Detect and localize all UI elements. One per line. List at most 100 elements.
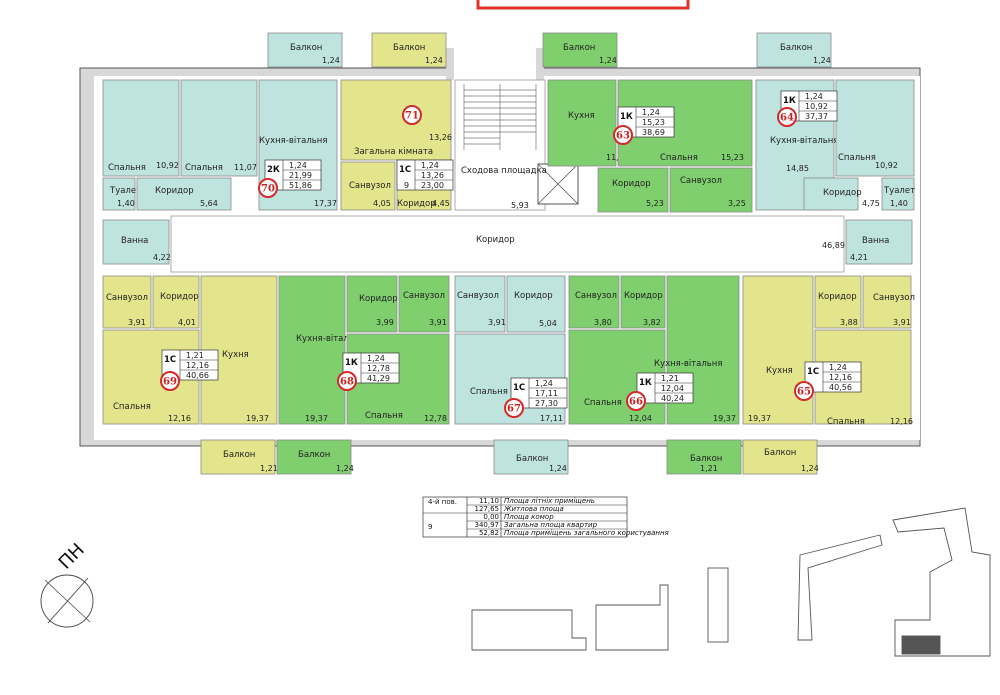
room-fill	[398, 275, 450, 333]
info-box	[396, 159, 454, 191]
balcony-area: 1,24	[421, 161, 439, 170]
room-area: 4,45	[432, 199, 450, 208]
room-area: 5,04	[539, 319, 557, 328]
room-area: 3,91	[429, 318, 447, 327]
apartment-number-badge	[613, 125, 633, 145]
total-area: 41,29	[367, 374, 390, 383]
living-area: 10,92	[805, 102, 828, 111]
room-fill	[267, 32, 343, 68]
total-area: 40,24	[661, 394, 684, 403]
room-area: 3,91	[893, 318, 911, 327]
room-area: 17,11	[540, 414, 563, 423]
summary-value: 127,65	[475, 505, 500, 513]
room-name: Коридор	[397, 199, 436, 209]
room-area: 11,07	[234, 163, 257, 172]
room-area: 1,24	[599, 56, 617, 65]
apartment-number-badge	[258, 178, 278, 198]
room-name: Балкон	[764, 448, 796, 458]
room-area: 5,64	[200, 199, 218, 208]
living-area: 21,99	[289, 171, 312, 180]
room-name: Коридор	[624, 291, 663, 301]
room: Коридор 5,64	[136, 177, 232, 211]
room-area: 12,16	[168, 414, 191, 423]
apartment-number-badge	[626, 391, 646, 411]
stair-hall	[454, 79, 579, 211]
room-fill	[620, 275, 666, 329]
room-area: 1,21	[260, 464, 278, 473]
room-name: Спальня	[113, 402, 151, 412]
room-area: 4,75	[862, 199, 880, 208]
corridor-label: Коридор	[476, 235, 515, 245]
apartment-number-badge	[160, 371, 180, 391]
summary-floor-num: 9	[428, 523, 432, 531]
room-fill	[814, 275, 862, 329]
total-area: 38,69	[642, 128, 665, 137]
room-fill	[340, 79, 452, 161]
apartment-number: 66	[629, 397, 643, 408]
room-fill	[742, 275, 814, 425]
room-name: Балкон	[516, 454, 548, 464]
room-name: Кухня-вітальня	[770, 136, 838, 146]
compass-label: ПН	[55, 540, 89, 574]
room-name: Балкон	[780, 43, 812, 53]
room-area: 3,80	[594, 318, 612, 327]
room-name: Спальня	[660, 153, 698, 163]
room-area: 3,88	[840, 318, 858, 327]
room-area: 1,24	[425, 56, 443, 65]
floor-number: 9	[404, 181, 409, 190]
room-fill	[152, 275, 200, 329]
living-area: 15,23	[642, 118, 665, 127]
room-fill	[803, 177, 859, 211]
total-area: 40,66	[186, 371, 209, 380]
room-name: Спальня	[584, 398, 622, 408]
room-name: Коридор	[155, 186, 194, 196]
room-fill	[881, 177, 915, 211]
living-area: 17,11	[535, 389, 558, 398]
living-area: 12,78	[367, 364, 390, 373]
summary-value: 11,10	[479, 497, 499, 505]
info-box	[636, 372, 694, 404]
room-area: 10,92	[875, 161, 898, 170]
room-name: Коридор	[612, 179, 651, 189]
room-fill	[597, 167, 669, 213]
apartment-type: 1К	[345, 358, 358, 368]
room-fill	[493, 439, 569, 475]
room-fill	[666, 439, 742, 475]
total-area: 27,30	[535, 399, 558, 408]
apartment-number-badge	[337, 371, 357, 391]
living-area: 12,04	[661, 384, 684, 393]
total-area: 23,00	[421, 181, 444, 190]
corridor-area: 46,89	[822, 241, 845, 250]
room-fill	[506, 275, 566, 333]
room-fill	[200, 439, 276, 475]
room-name: Кухня	[222, 350, 249, 360]
north-compass: ПН	[40, 540, 94, 628]
room-area: 4,01	[178, 318, 196, 327]
room-name: Спальня	[108, 163, 146, 173]
room-fill	[371, 32, 447, 68]
summary-value: 0,00	[483, 513, 499, 521]
room-area: 19,37	[246, 414, 269, 423]
apartment-type: 2К	[267, 165, 280, 175]
total-area: 51,86	[289, 181, 312, 190]
room-area: 1,24	[336, 464, 354, 473]
summary-description: Житлова площа	[503, 505, 564, 513]
room-area: 1,40	[117, 199, 135, 208]
room-area: 3,91	[488, 318, 506, 327]
room-name: Балкон	[690, 454, 722, 464]
room-fill	[454, 275, 506, 333]
